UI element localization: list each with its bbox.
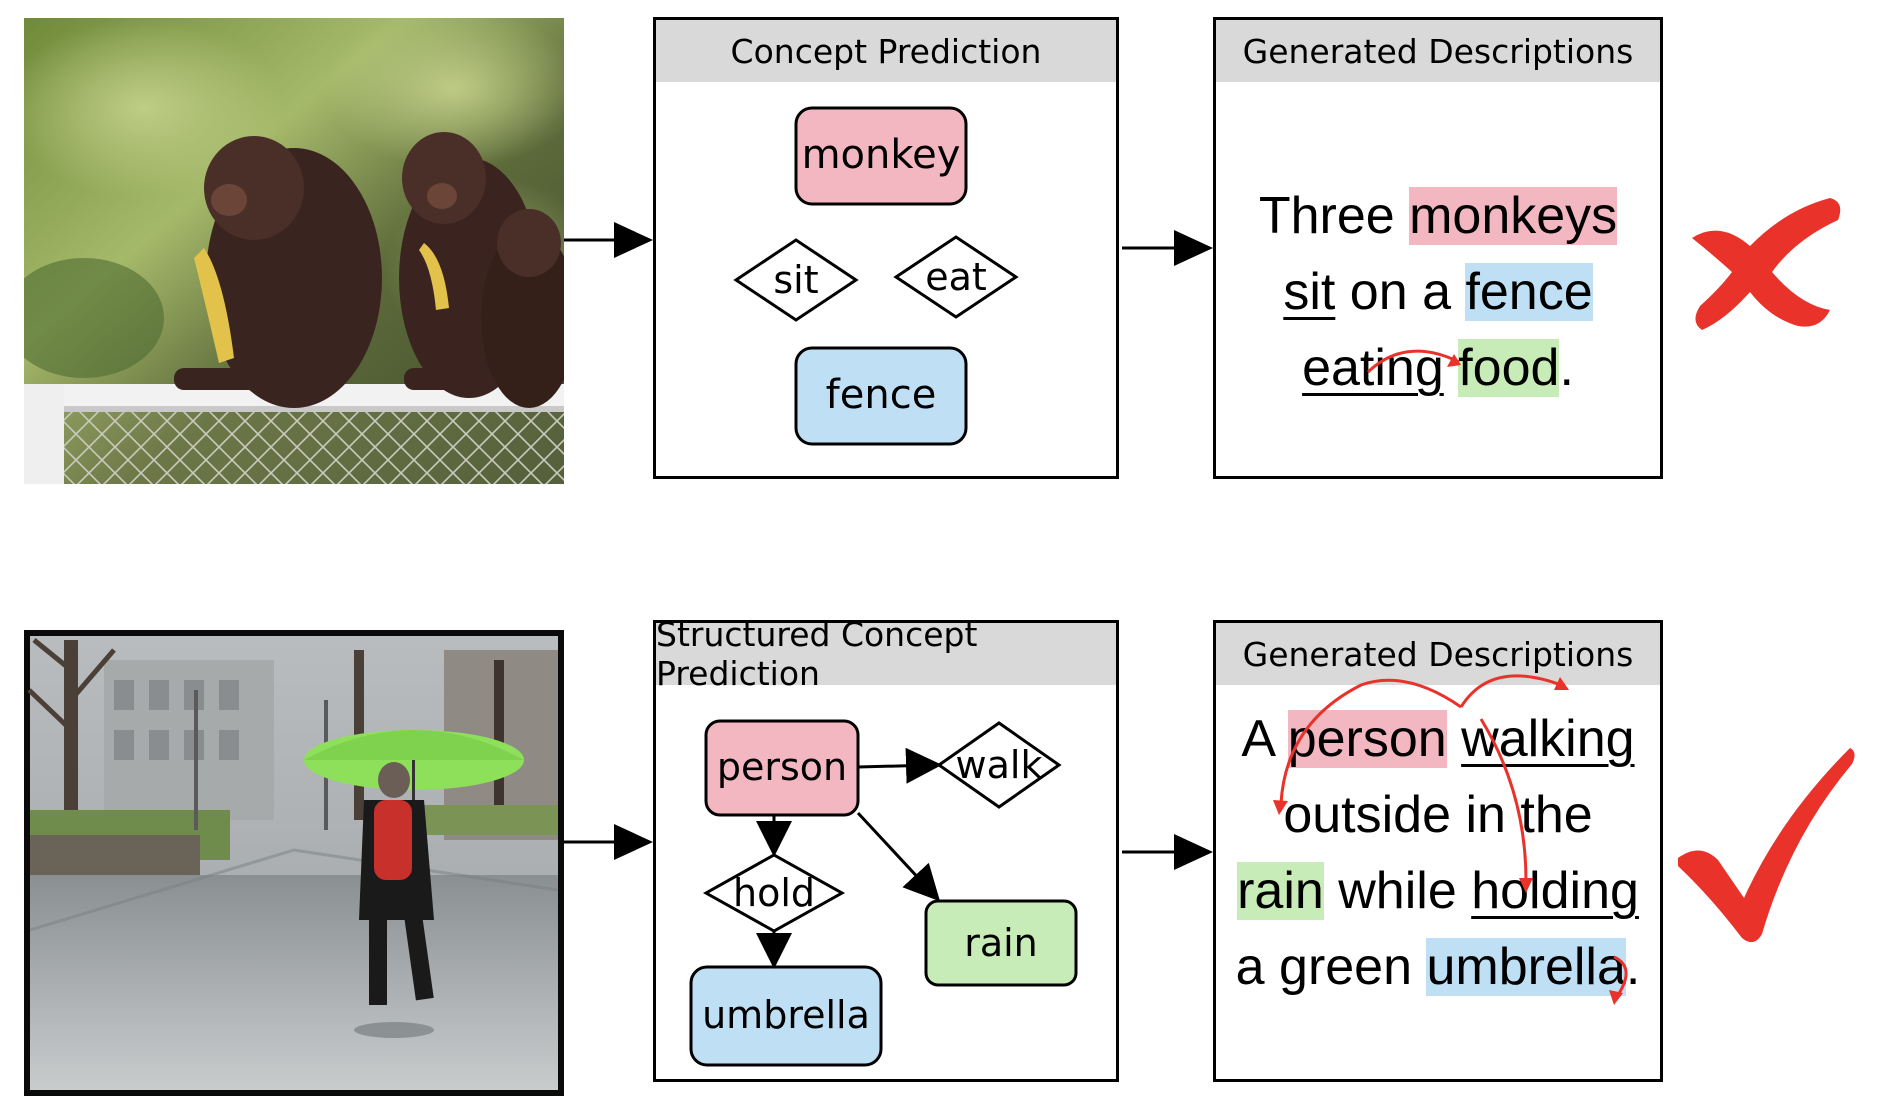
description-line: rain while holding [1216,845,1660,937]
panel-header: Generated Descriptions [1216,623,1660,685]
description-segment: . [1559,339,1574,397]
relation-word: walking [1461,710,1635,768]
cross-icon [1692,198,1841,330]
rain-photo [24,630,564,1096]
relation-word: eating [1302,339,1444,397]
description-line: eating food. [1216,322,1660,414]
edge-person-walk [857,747,942,784]
description-line: a green umbrella. [1216,921,1660,1013]
description-segment [1444,339,1458,397]
concept-fence: fence [826,372,937,418]
description-segment: while [1323,862,1472,920]
concept-walk: walk [956,743,1043,787]
description-line: Three monkeys [1216,170,1660,262]
edge-person-rain [856,811,941,902]
concept-hold: hold [733,871,815,915]
monkeys-photo [24,18,564,484]
concept-word: rain [1237,862,1324,920]
panel-header: Generated Descriptions [1216,20,1660,82]
concept-word: umbrella [1426,938,1626,996]
description-segment: a green [1235,938,1427,996]
concept-word: fence [1465,263,1593,321]
description-segment: Three [1258,187,1410,245]
concept-monkey: monkey [802,132,961,178]
concept-umbrella: umbrella [702,993,870,1037]
concept-word: food [1458,339,1560,397]
description-segment: on a [1335,263,1466,321]
relation-word: sit [1283,263,1336,321]
concept-eat: eat [925,255,987,299]
description-segment: . [1625,938,1641,996]
relation-word: holding [1471,862,1639,920]
concept-sit: sit [773,258,818,302]
structured-concept-prediction-panel: Structured Concept Prediction person wal… [653,615,1119,1082]
concept-prediction-panel: Concept Prediction monkey sit eat fence [653,17,1119,479]
description-line: sit on a fence [1216,246,1660,338]
concept-person: person [717,745,847,789]
concept-word: person [1287,710,1447,768]
description-segment [1447,710,1461,768]
description-segment: outside in the [1283,786,1593,844]
generated-descriptions-panel-2: Generated Descriptions A person walking o… [1213,620,1663,1082]
description-segment: A [1241,710,1288,768]
check-icon [1678,748,1855,943]
panel-header: Structured Concept Prediction [656,615,1116,693]
panel-header: Concept Prediction [656,20,1116,82]
concept-word: monkeys [1409,187,1618,245]
concept-rain: rain [964,921,1038,965]
